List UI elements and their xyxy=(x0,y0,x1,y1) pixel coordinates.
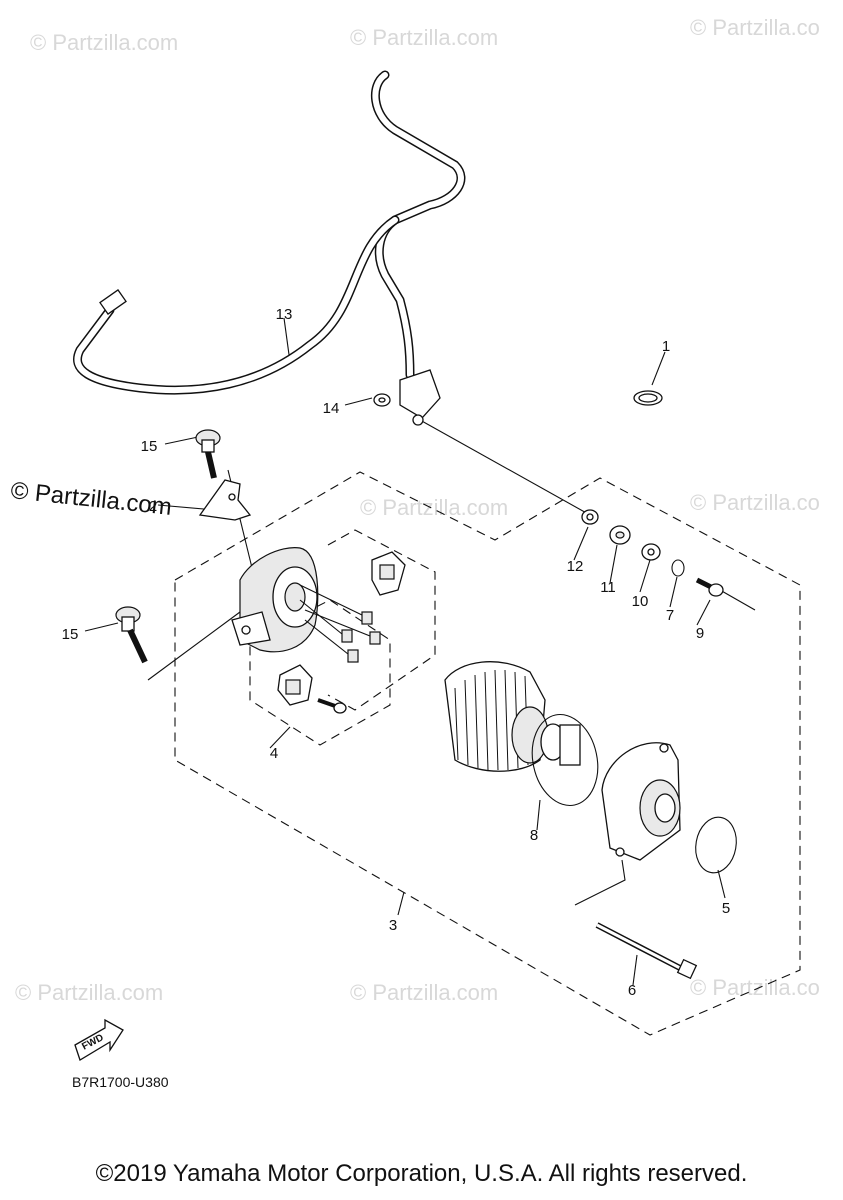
brush-holder-part xyxy=(299,551,406,663)
callout-7: 7 xyxy=(666,607,674,624)
front-cover-part xyxy=(231,547,319,653)
callout-5: 5 xyxy=(722,900,730,917)
clamp-part xyxy=(633,390,663,406)
washer-part xyxy=(609,525,631,545)
watermark: © Partzilla.com xyxy=(30,30,178,55)
long-bolt-part xyxy=(595,922,698,980)
callout-11: 11 xyxy=(600,579,616,596)
callout-4: 4 xyxy=(270,745,278,762)
diagram-code: B7R1700-U380 xyxy=(72,1074,169,1090)
callout-8: 8 xyxy=(530,827,538,844)
callout-2: 2 xyxy=(149,498,157,515)
starter-cable xyxy=(73,70,466,426)
starter-assembly-outline xyxy=(174,471,801,1036)
o-ring-part xyxy=(531,713,599,807)
callout-12: 12 xyxy=(567,558,584,575)
brush-holder-outline xyxy=(327,529,436,711)
callout-15-lower: 15 xyxy=(62,626,79,643)
bracket-part xyxy=(198,479,252,521)
bolt-part xyxy=(195,429,221,479)
watermark: © Partzilla.com xyxy=(360,495,508,520)
copyright-notice: ©2019 Yamaha Motor Corporation, U.S.A. A… xyxy=(95,1160,748,1187)
bolt-part xyxy=(115,606,148,664)
callout-3: 3 xyxy=(389,917,397,934)
callout-6: 6 xyxy=(628,982,636,999)
callouts: 1 2 3 4 5 6 7 8 9 10 11 12 13 14 15 15 xyxy=(62,306,731,999)
watermark: © Partzilla.co xyxy=(690,490,820,515)
nut-part xyxy=(373,393,391,407)
washer-part xyxy=(641,543,661,561)
callout-1: 1 xyxy=(662,338,670,355)
brush-set-part xyxy=(277,664,347,714)
spring-part xyxy=(341,611,381,663)
watermark: © Partzilla.com xyxy=(350,980,498,1005)
callout-14: 14 xyxy=(323,400,340,417)
rear-cover-part xyxy=(601,742,681,861)
assembly-outlines xyxy=(174,471,801,1036)
washer-part xyxy=(581,509,599,525)
watermark: © Partzilla.com xyxy=(15,980,163,1005)
brush-set-outline xyxy=(249,599,391,746)
fwd-arrow-icon: FWD xyxy=(74,1018,124,1061)
o-ring-part xyxy=(695,816,737,874)
watermark: © Partzilla.co xyxy=(690,15,820,40)
callout-15-upper: 15 xyxy=(141,438,158,455)
armature-part xyxy=(444,661,581,772)
watermark: © Partzilla.co xyxy=(690,975,820,1000)
bolt-part xyxy=(695,577,724,597)
watermarks: © Partzilla.com © Partzilla.com © Partzi… xyxy=(9,15,820,1005)
o-ring-part xyxy=(671,559,685,577)
callout-10: 10 xyxy=(632,593,649,610)
callout-13: 13 xyxy=(276,306,293,323)
callout-9: 9 xyxy=(696,625,704,642)
watermark: © Partzilla.com xyxy=(350,25,498,50)
